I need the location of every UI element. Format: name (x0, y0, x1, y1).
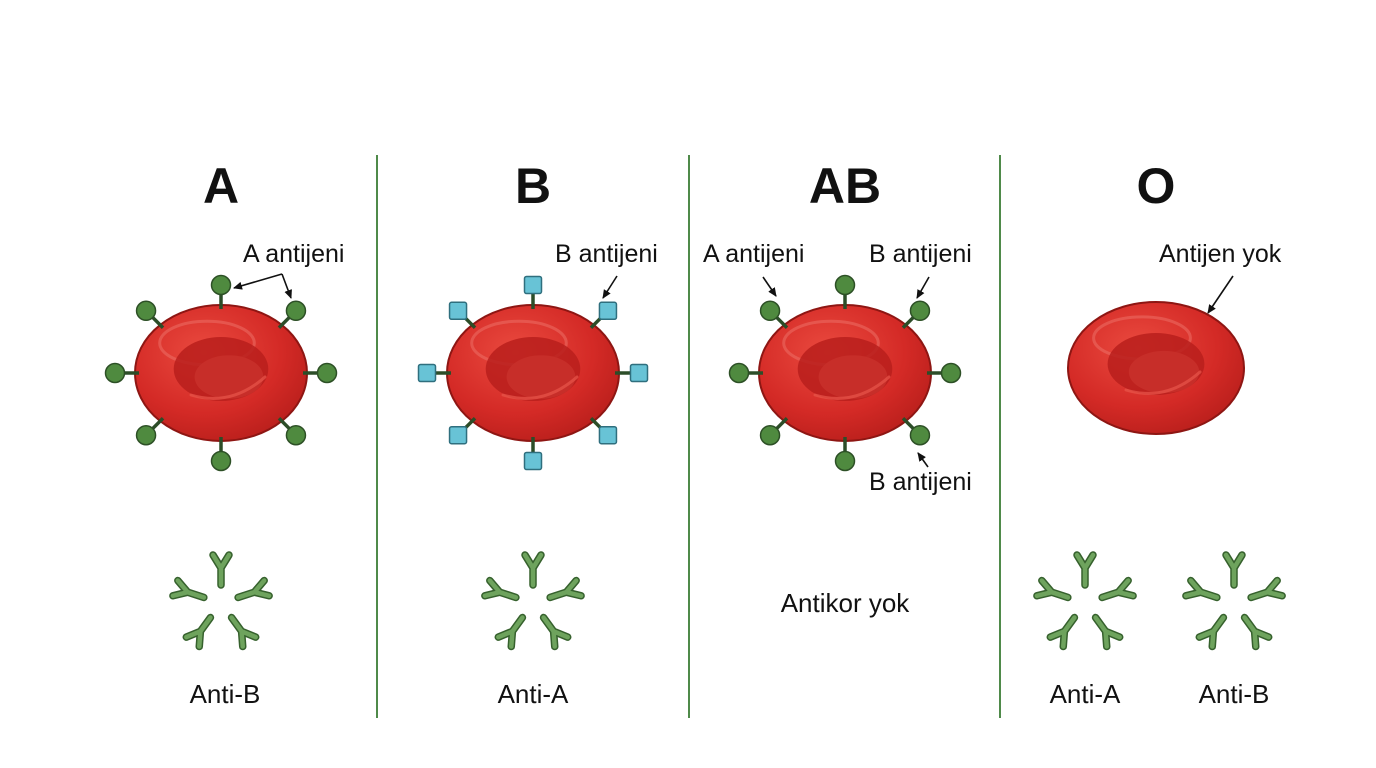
red-blood-cell-b (417, 275, 649, 471)
arrow-a-antigen-top (233, 273, 283, 290)
antibody-icon (236, 581, 269, 605)
b-antigen-head (523, 275, 543, 295)
a-antigen-head (316, 362, 338, 384)
blood-type-title-o: O (1137, 158, 1176, 214)
antibody-icon (498, 613, 529, 647)
a-antigen-stalk (774, 417, 789, 431)
antigen-label-a: A antijeni (243, 240, 344, 268)
antibody-clusters (173, 555, 1282, 647)
a-antigen-stalk (901, 315, 916, 329)
b-antigen-head (417, 363, 437, 383)
a-antigen-head (834, 450, 856, 472)
a-antigen-head (834, 274, 856, 296)
a-antigen-stalk (901, 417, 916, 431)
no-antigen-label: Antijen yok (1159, 240, 1282, 268)
antibody-label-o-anti-a: Anti-A (1050, 679, 1121, 709)
a-antigen-head (728, 362, 750, 384)
arrow-ab-b-antigen (916, 276, 930, 299)
cell-sheen (501, 375, 579, 400)
blood-type-title-b: B (515, 158, 551, 214)
blood-type-title-a: A (203, 158, 239, 214)
arrow-no-antigen (1207, 275, 1234, 314)
cell-center-inner (506, 355, 576, 399)
antibody-icon (1249, 581, 1282, 605)
antibody-icon (485, 581, 518, 605)
red-blood-cell-ab (728, 274, 962, 472)
antibody-label-anti-b: Anti-B (190, 679, 261, 709)
a-antigen-head (759, 424, 781, 446)
a-antigen-head (909, 424, 931, 446)
antibody-label-o-anti-b: Anti-B (1199, 679, 1270, 709)
a-antigen-head (285, 424, 307, 446)
a-antigen-head (210, 274, 232, 296)
antibody-icon (1199, 613, 1230, 647)
b-antigen-head (598, 301, 618, 321)
cell-sheen (1124, 370, 1202, 395)
b-antigen-head (598, 425, 618, 445)
b-antigen-head (629, 363, 649, 383)
antibody-cluster-anti-b (173, 555, 269, 647)
cell-center-inner (1128, 350, 1200, 394)
red-blood-cells (104, 274, 1245, 472)
cell-center-inner (818, 355, 888, 399)
cell-sheen (189, 375, 267, 400)
cell-center-inner (194, 355, 264, 399)
panel-dividers (376, 155, 1001, 718)
antibody-icon (525, 555, 541, 585)
arrow-b-antigen (602, 275, 618, 299)
antibody-icon (1089, 613, 1120, 647)
antibody-icon (537, 613, 568, 647)
a-antigen-head (909, 300, 931, 322)
antibody-icon (1077, 555, 1093, 585)
cell-sheen (813, 375, 891, 400)
antibody-icon (173, 581, 206, 605)
antigen-label-ab-a: A antijeni (703, 240, 804, 268)
arrow-ab-a-antigen (762, 276, 777, 297)
a-antigen-head (135, 424, 157, 446)
a-antigen-head (285, 300, 307, 322)
antibody-icon (1050, 613, 1081, 647)
arrow-a-antigen-right (281, 273, 292, 299)
a-antigen-stalk (277, 315, 292, 329)
antibody-icon (1100, 581, 1133, 605)
annotation-arrows (233, 273, 1234, 468)
antibody-icon (1226, 555, 1242, 585)
antibody-icon (186, 613, 217, 647)
antibody-label-anti-a: Anti-A (498, 679, 569, 709)
red-blood-cell-o (1067, 301, 1245, 435)
antigen-label-b: B antijeni (555, 240, 658, 268)
a-antigen-stalk (150, 315, 165, 329)
a-antigen-head (210, 450, 232, 472)
blood-type-title-ab: AB (809, 158, 881, 214)
no-antibody-label: Antikor yok (781, 588, 911, 618)
a-antigen-head (135, 300, 157, 322)
antibody-icon (1238, 613, 1269, 647)
a-antigen-stalk (150, 417, 165, 431)
a-antigen-stalk (277, 417, 292, 431)
antibody-icon (1037, 581, 1070, 605)
antibody-cluster-anti-a (1037, 555, 1133, 647)
antibody-icon (213, 555, 229, 585)
antigen-label-ab-b-lower: B antijeni (869, 468, 972, 496)
a-antigen-head (104, 362, 126, 384)
b-antigen-head (448, 425, 468, 445)
antigen-label-ab-b: B antijeni (869, 240, 972, 268)
antibody-cluster-anti-b (1186, 555, 1282, 647)
antibody-cluster-anti-a (485, 555, 581, 647)
antibody-icon (1186, 581, 1219, 605)
a-antigen-head (759, 300, 781, 322)
b-antigen-head (523, 451, 543, 471)
arrow-ab-b-antigen-lower (917, 452, 929, 468)
b-antigen-head (448, 301, 468, 321)
a-antigen-stalk (774, 315, 789, 329)
red-blood-cell-a (104, 274, 338, 472)
antibody-icon (548, 581, 581, 605)
a-antigen-head (940, 362, 962, 384)
antibody-icon (225, 613, 256, 647)
